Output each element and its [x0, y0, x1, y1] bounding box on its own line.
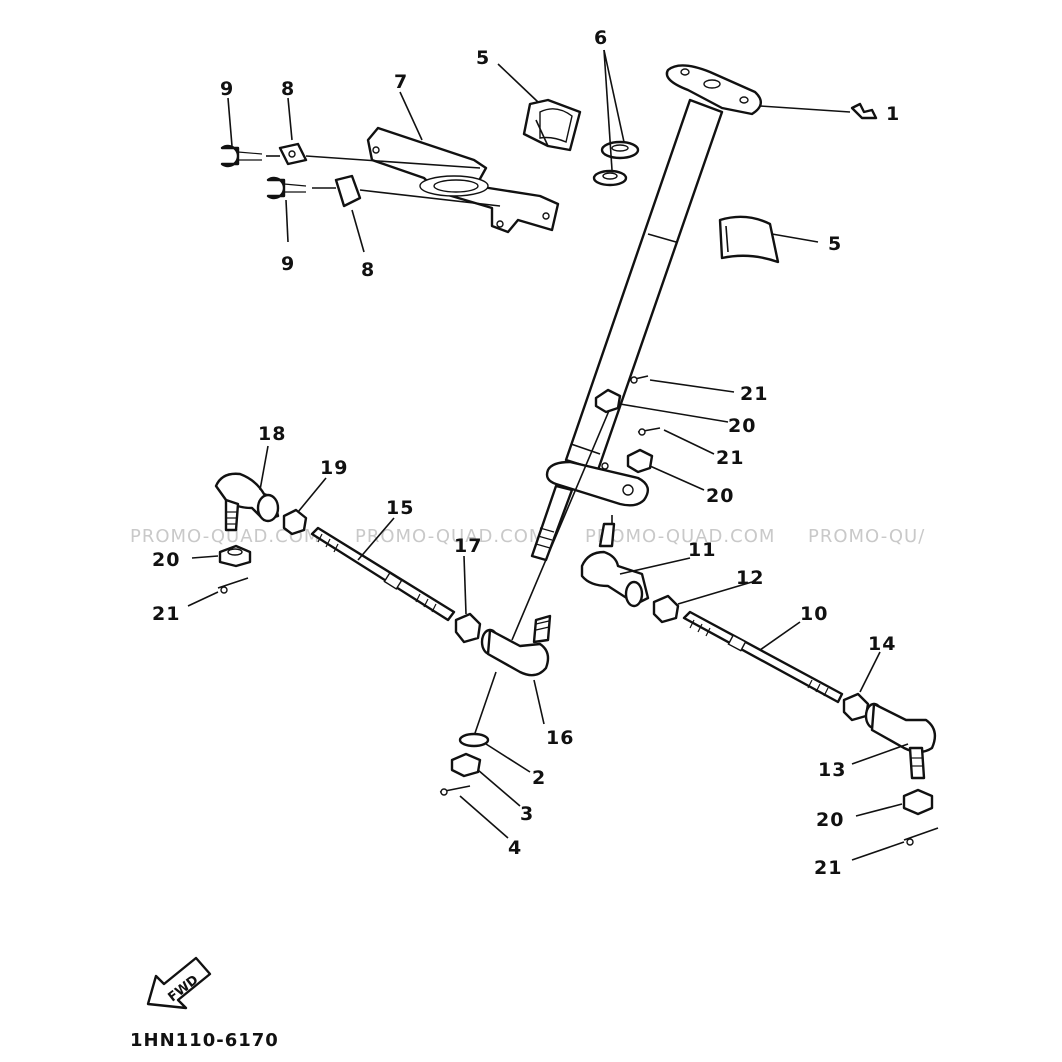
- callouts: 1 5 6 7 8 9 9 8 5 21 20 21 20 18 19 15 1…: [152, 27, 900, 879]
- watermark-text: PROMO-QU/: [808, 526, 925, 547]
- callout-19: 19: [320, 457, 348, 479]
- callout-15: 15: [386, 497, 414, 519]
- callout-17: 17: [454, 535, 482, 557]
- bushing-upper: [522, 98, 582, 152]
- callout-21-b: 21: [716, 447, 744, 469]
- callout-21-d: 21: [814, 857, 842, 879]
- callout-9-upper: 9: [220, 78, 234, 100]
- right-tie-rod: [580, 522, 939, 846]
- callout-5-right: 5: [828, 233, 842, 255]
- callout-3: 3: [520, 803, 534, 825]
- drawing-code: 1HN110-6170: [130, 1030, 279, 1051]
- fwd-arrow: FWD: [146, 956, 212, 1010]
- callout-18: 18: [258, 423, 286, 445]
- bushing-right: [718, 215, 780, 264]
- callout-13: 13: [818, 759, 846, 781]
- callout-8-lower: 8: [361, 259, 375, 281]
- callout-5-upper: 5: [476, 47, 490, 69]
- callout-7: 7: [394, 71, 408, 93]
- watermark-text: PROMO-QUAD.COM: [355, 526, 545, 547]
- watermark-row: PROMO-QUAD.COM PROMO-QUAD.COM PROMO-QUAD…: [130, 526, 925, 547]
- arrow-marker: [850, 102, 878, 120]
- callout-20-d: 20: [816, 809, 844, 831]
- lower-hardware: [439, 732, 490, 796]
- bracket-assembly: [220, 126, 560, 234]
- callout-6: 6: [594, 27, 608, 49]
- callout-21-c: 21: [152, 603, 180, 625]
- washers: [592, 140, 640, 187]
- callout-14: 14: [868, 633, 896, 655]
- callout-20-b: 20: [706, 485, 734, 507]
- callout-2: 2: [532, 767, 546, 789]
- callout-21-a: 21: [740, 383, 768, 405]
- upper-hardware: [594, 375, 661, 474]
- callout-11: 11: [688, 539, 716, 561]
- callout-8-upper: 8: [281, 78, 295, 100]
- steering-column: [530, 64, 762, 562]
- left-tie-rod: [214, 472, 552, 677]
- callout-9-lower: 9: [281, 253, 295, 275]
- watermark-text: PROMO-QUAD.COM: [130, 526, 320, 547]
- callout-4: 4: [508, 837, 522, 859]
- callout-1: 1: [886, 103, 900, 125]
- callout-20-a: 20: [728, 415, 756, 437]
- watermark-text: PROMO-QUAD.COM: [585, 526, 775, 547]
- callout-10: 10: [800, 603, 828, 625]
- callout-16: 16: [546, 727, 574, 749]
- callout-12: 12: [736, 567, 764, 589]
- callout-20-c: 20: [152, 549, 180, 571]
- leader-lines: [187, 49, 909, 861]
